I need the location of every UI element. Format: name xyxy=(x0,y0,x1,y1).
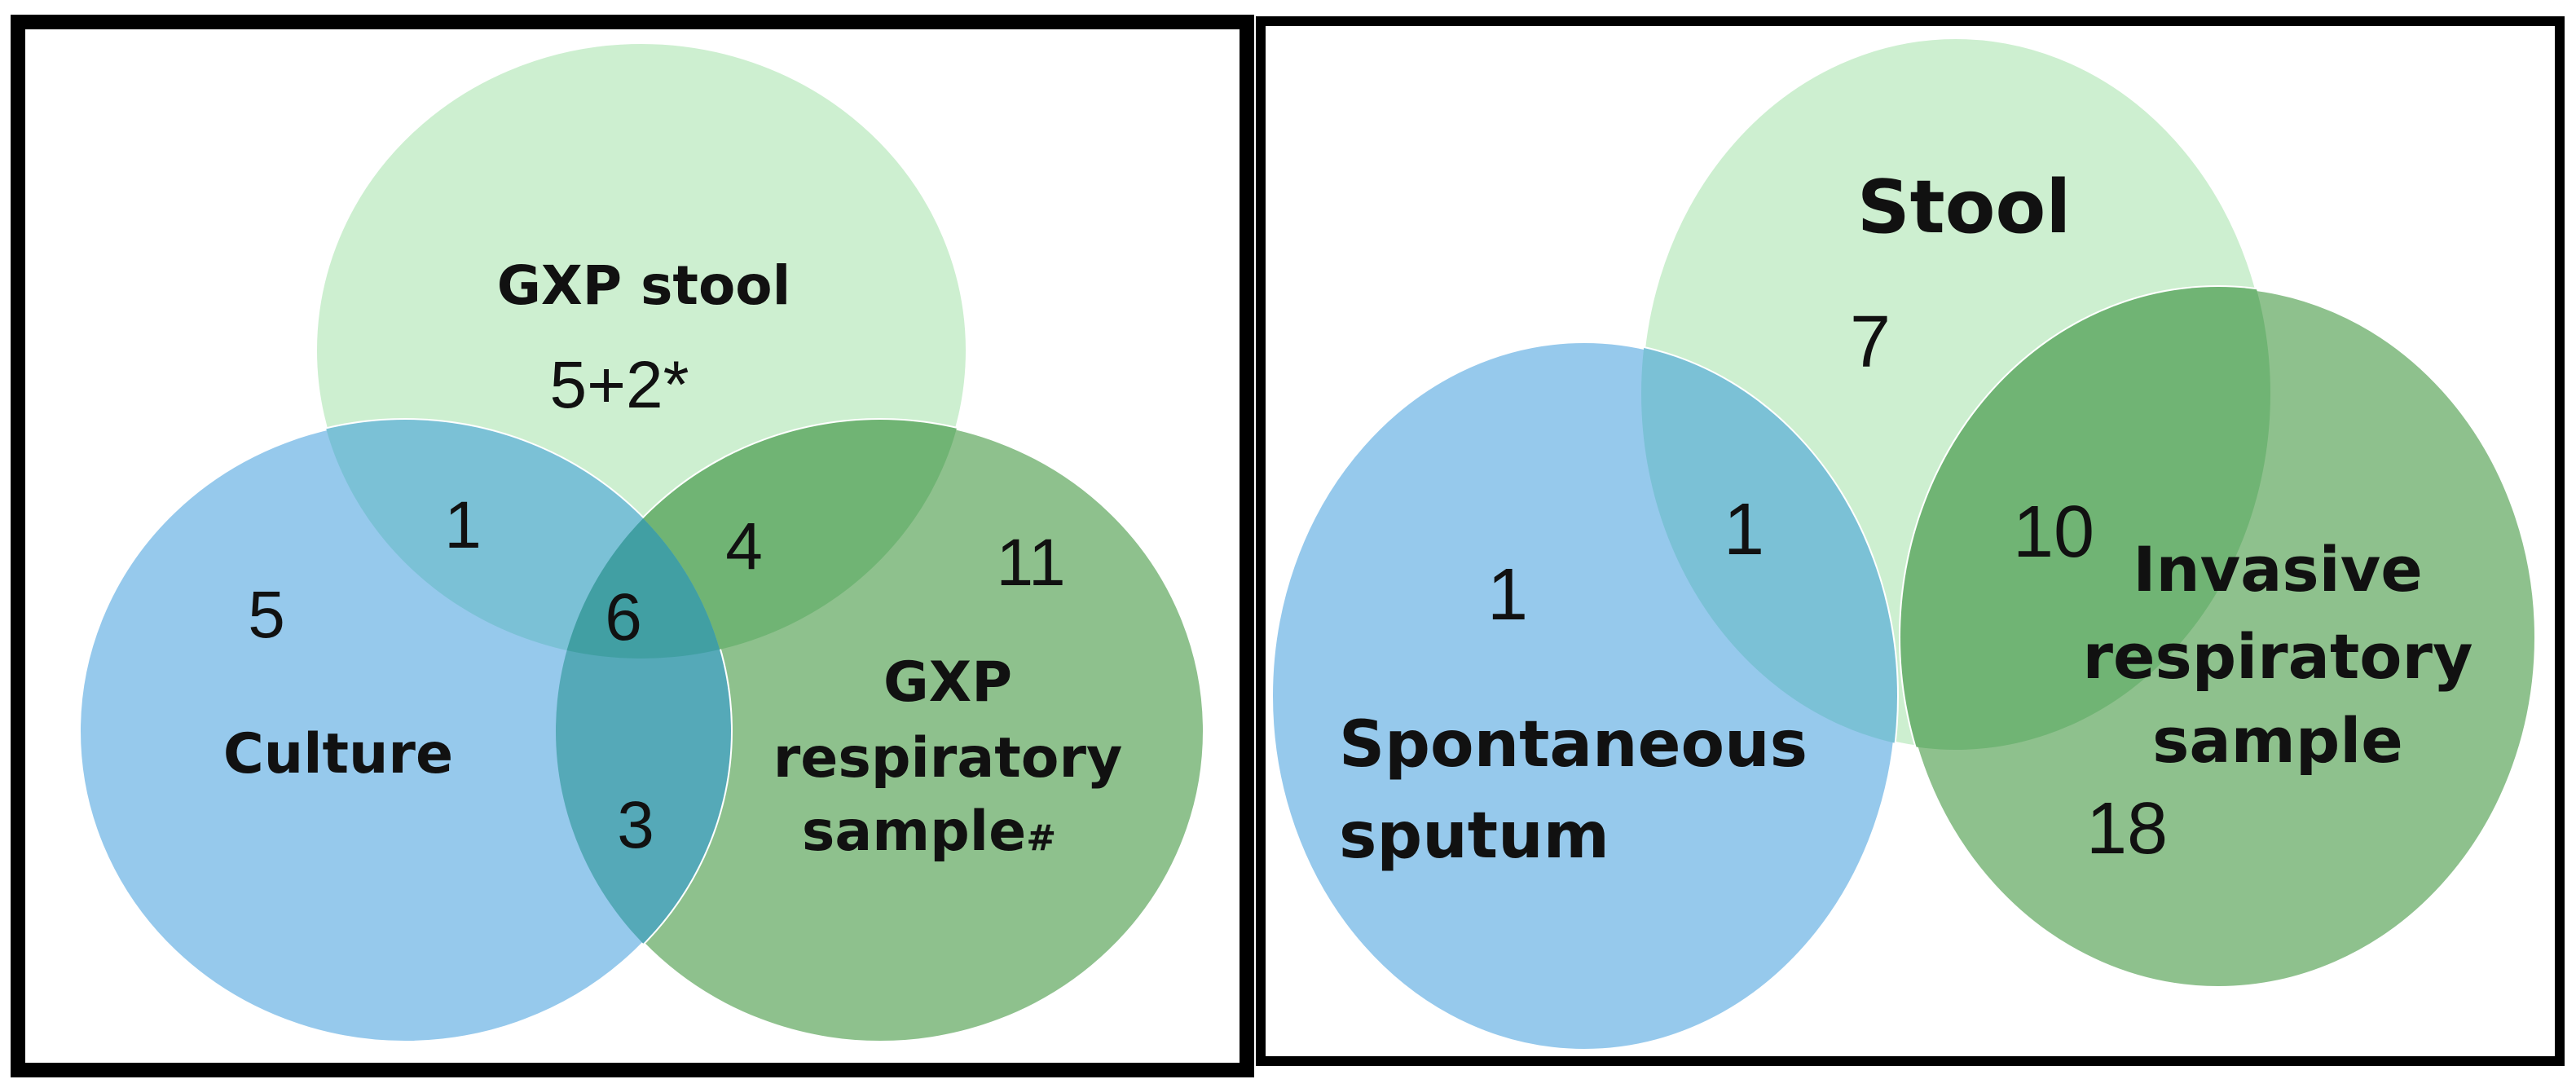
culture-only-count: 5 xyxy=(248,578,285,652)
stool-respiratory-overlap xyxy=(556,420,967,659)
stool-only-count-right: 7 xyxy=(1850,302,1891,383)
gxp-respiratory-label-line3: sample# xyxy=(802,799,1056,864)
footnote-mark: # xyxy=(1026,817,1056,859)
gxp-respiratory-label-line1: GXP xyxy=(883,650,1012,715)
spontaneous-sputum-label-line2: sputum xyxy=(1339,799,1609,873)
respiratory-only-count: 11 xyxy=(996,526,1065,600)
stool-sputum-count: 1 xyxy=(1724,489,1764,570)
spontaneous-sputum-label-line1: Spontaneous xyxy=(1339,708,1808,782)
stool-sputum-overlap xyxy=(1641,341,1897,750)
right-venn-panel: Stool Spontaneous sputum Invasive respir… xyxy=(1256,16,2565,1066)
culture-respiratory-count: 3 xyxy=(617,788,654,862)
stool-respiratory-count: 4 xyxy=(725,509,763,584)
left-panel-border xyxy=(11,15,1254,1077)
stool-invasive-count: 10 xyxy=(2013,491,2094,573)
left-venn-panel: GXP stool 5+2* Culture GXP respiratory s… xyxy=(11,15,1254,1077)
invasive-respiratory-label-line3: sample xyxy=(2152,704,2403,777)
invasive-respiratory-label-line1: Invasive xyxy=(2133,533,2423,606)
stool-only-count: 5+2* xyxy=(549,348,689,422)
gxp-respiratory-label-line2: respiratory xyxy=(773,726,1123,791)
all-three-count: 6 xyxy=(605,580,642,654)
invasive-respiratory-label-line2: respiratory xyxy=(2082,620,2473,693)
sputum-only-count: 1 xyxy=(1487,554,1528,636)
stool-culture-overlap xyxy=(315,420,731,659)
invasive-only-count: 18 xyxy=(2086,788,2168,870)
stool-label: Stool xyxy=(1857,165,2071,250)
right-panel-border xyxy=(1256,16,2565,1066)
culture-label: Culture xyxy=(223,722,453,786)
stool-culture-count: 1 xyxy=(444,488,482,562)
sample-word: sample xyxy=(802,799,1026,864)
gxp-stool-label: GXP stool xyxy=(497,254,791,317)
